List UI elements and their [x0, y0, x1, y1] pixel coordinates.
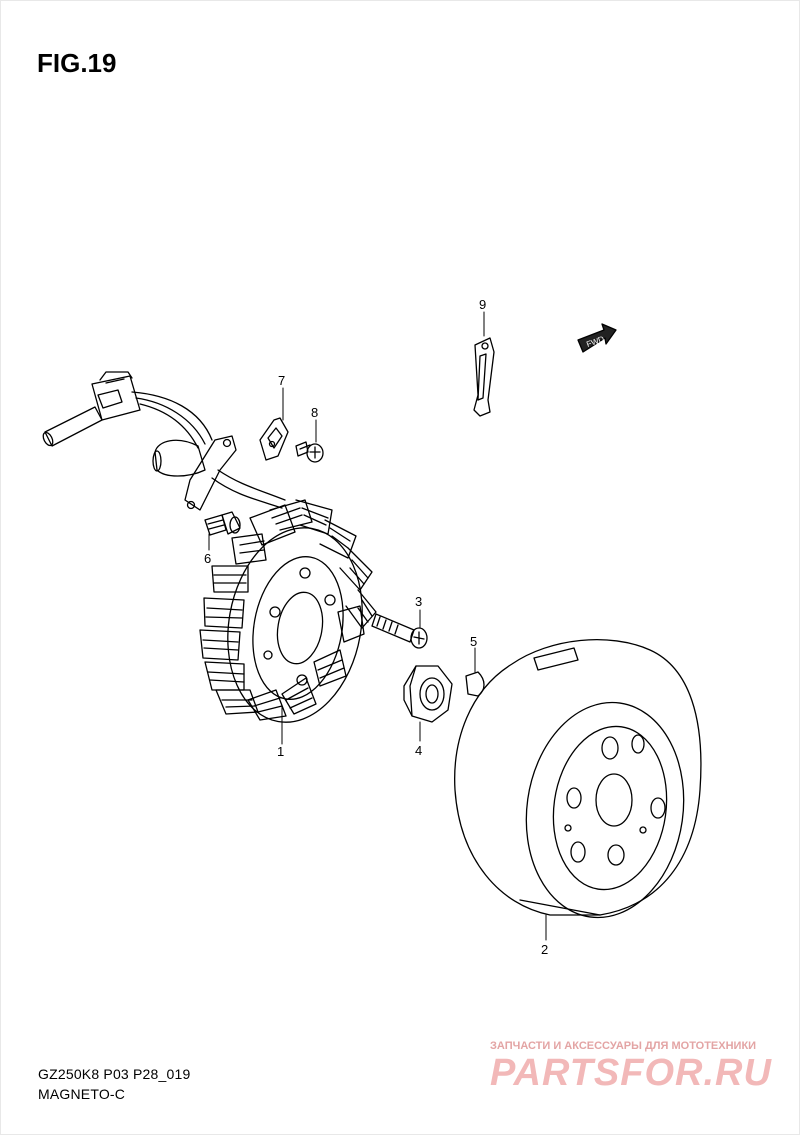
callout-1: 1 — [277, 744, 284, 759]
callout-7: 7 — [278, 373, 285, 388]
fwd-arrow-icon: FWD — [577, 323, 617, 353]
callout-4: 4 — [415, 743, 422, 758]
model-code: GZ250K8 P03 P28_019 — [38, 1066, 191, 1082]
part-1-stator[interactable] — [199, 499, 377, 733]
callout-labels: 9 7 8 6 3 5 4 1 2 — [204, 297, 548, 957]
watermark-subtitle: ЗАПЧАСТИ И АКСЕССУАРЫ ДЛЯ МОТОТЕХНИКИ — [490, 1040, 757, 1052]
leader-lines — [208, 311, 547, 941]
part-9-clamp[interactable] — [473, 337, 495, 417]
part-2-rotor[interactable] — [454, 639, 702, 928]
callout-9: 9 — [479, 297, 486, 312]
part-6-bolt[interactable] — [204, 511, 241, 536]
callout-8: 8 — [311, 405, 318, 420]
part-4-nut[interactable] — [403, 665, 453, 723]
watermark-logo: PARTSFOR.RU — [490, 1052, 772, 1094]
part-3-bolt[interactable] — [371, 613, 428, 649]
callout-3: 3 — [415, 594, 422, 609]
part-8-screw[interactable] — [295, 441, 324, 463]
section-name: MAGNETO-C — [38, 1086, 126, 1102]
wire-harness[interactable] — [41, 371, 286, 511]
part-7-clamp[interactable] — [259, 417, 289, 461]
callout-6: 6 — [204, 551, 211, 566]
callout-5: 5 — [470, 634, 477, 649]
figure-title: FIG.19 — [37, 48, 117, 78]
callout-2: 2 — [541, 942, 548, 957]
